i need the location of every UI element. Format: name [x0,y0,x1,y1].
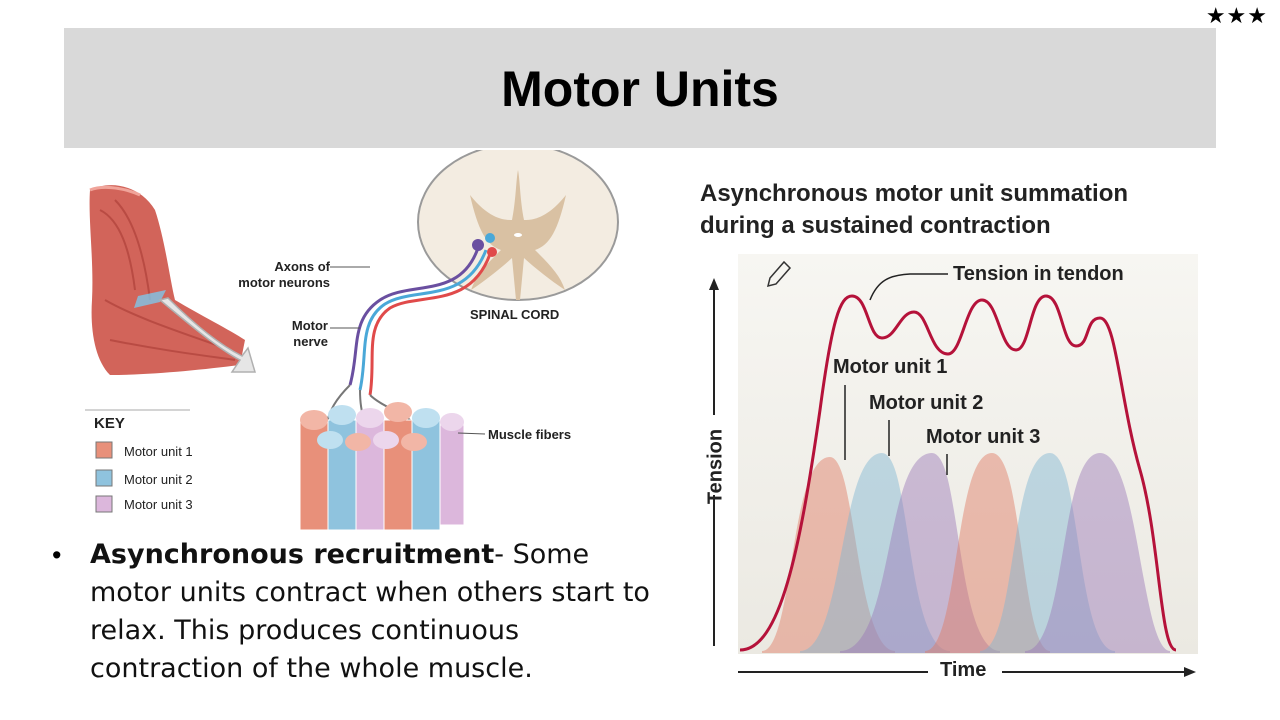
summation-graph [709,254,1198,677]
key-item-motor-unit-1: Motor unit 1 [124,444,193,459]
x-axis-label: Time [940,659,987,681]
motor-unit-curves [761,452,1171,653]
axon-bundle [325,247,492,426]
tension-in-tendon-label: Tension in tendon [953,263,1124,285]
pencil-icon [766,260,792,288]
bullet-point-icon: • [52,540,62,570]
graph-axes [709,278,1196,677]
key-item-motor-unit-3: Motor unit 3 [124,497,193,512]
key-item-motor-unit-2: Motor unit 2 [124,472,193,487]
zoom-arrow-icon [158,297,256,373]
legend-key [85,409,190,513]
motor-unit-2-label: Motor unit 2 [869,392,984,414]
bullet-description: - Some motor units contract when others … [90,539,650,684]
spinal-cord-illustration [417,150,619,301]
bullet-text: Asynchronous recruitment- Some motor uni… [90,536,650,688]
bullet-bold-term: Asynchronous recruitment [90,539,495,570]
muscle-fibers-illustration [299,402,465,530]
page-title: Motor Units [501,61,779,117]
title-bar [64,28,1216,148]
motor-unit-diagram [85,150,619,530]
spinal-cord-label: SPINAL CORD [470,307,560,322]
y-axis-label: Tension [704,428,727,505]
motor-unit-1-label: Motor unit 1 [833,356,948,378]
rating-stars: ★★★ [1205,4,1268,29]
motor-unit-3-label: Motor unit 3 [926,426,1041,448]
muscle-fibers-label: Muscle fibers [488,427,572,442]
tension-in-tendon-line [739,294,1177,652]
arm-illustration [89,185,245,375]
key-title: KEY [94,415,125,432]
